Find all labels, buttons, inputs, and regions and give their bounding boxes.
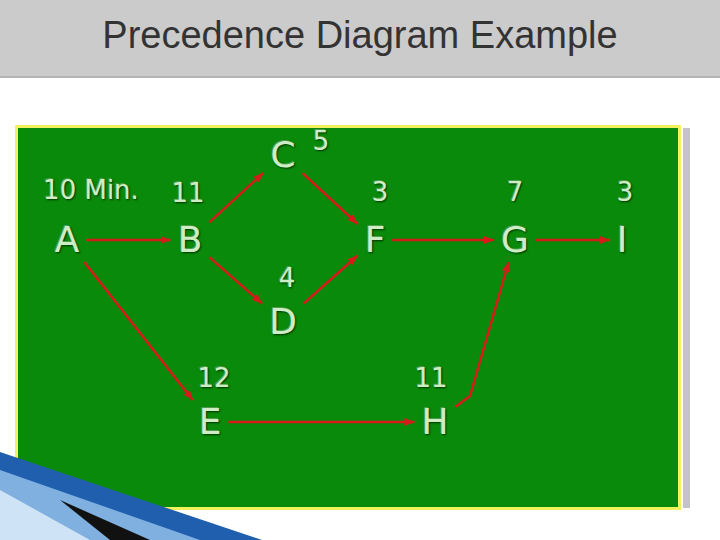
activity-node: 3F — [360, 220, 391, 260]
activity-duration: 4 — [279, 265, 296, 291]
precedence-arrow — [456, 262, 509, 407]
activity-node: 3I — [612, 220, 633, 260]
activity-duration: 3 — [617, 179, 634, 205]
activity-node: C5 — [265, 135, 300, 175]
activity-letter: D — [269, 304, 297, 340]
activity-letter: F — [365, 222, 386, 258]
activity-duration: 11 — [414, 365, 447, 391]
activity-node: 11H — [416, 402, 453, 442]
corner-swoosh — [0, 490, 90, 540]
activity-node: 10 Min.A — [50, 220, 85, 260]
title-bar-edge — [0, 76, 720, 78]
precedence-arrow — [392, 239, 494, 242]
corner-swoosh — [0, 470, 200, 540]
precedence-arrow — [84, 262, 192, 400]
activity-duration: 11 — [171, 180, 204, 206]
activity-node: 11B — [173, 220, 208, 260]
corner-swoosh — [0, 452, 262, 540]
green-panel — [17, 127, 680, 509]
activity-duration: 10 Min. — [43, 177, 139, 203]
precedence-arrow — [228, 421, 414, 424]
activity-letter: A — [55, 222, 80, 258]
activity-duration: 12 — [197, 365, 230, 391]
precedence-arrow — [304, 255, 358, 303]
activity-node: 12E — [194, 402, 227, 442]
activity-node: 7G — [496, 220, 534, 260]
activity-duration: 5 — [313, 128, 330, 154]
activity-node: 4D — [264, 302, 302, 342]
activity-duration: 3 — [372, 179, 389, 205]
precedence-arrow — [209, 257, 262, 304]
activity-letter: E — [199, 404, 222, 440]
activity-letter: I — [617, 222, 628, 258]
slide-title: Precedence Diagram Example — [0, 14, 720, 57]
title-bar — [0, 0, 720, 78]
activity-letter: G — [501, 222, 529, 258]
activity-letter: B — [178, 222, 203, 258]
activity-letter: H — [421, 404, 448, 440]
activity-duration: 7 — [507, 179, 524, 205]
precedence-arrow — [209, 173, 263, 222]
precedence-arrow — [86, 239, 170, 242]
activity-letter: C — [270, 137, 295, 173]
panel-shadow — [683, 128, 690, 508]
precedence-arrow — [536, 239, 610, 242]
precedence-arrow — [303, 173, 358, 224]
